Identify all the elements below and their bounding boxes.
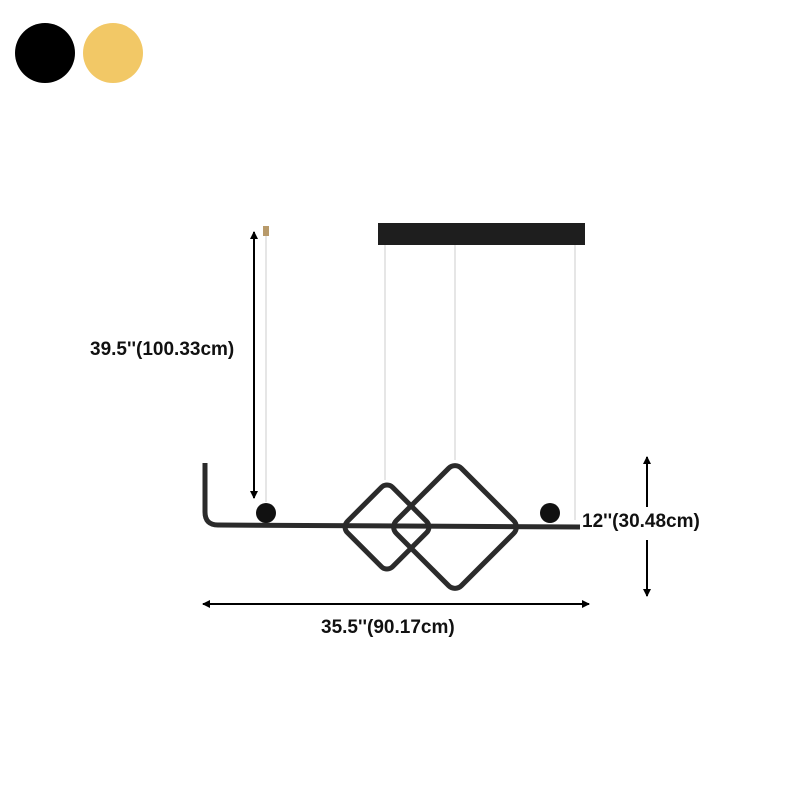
depth-dimension-label: 12''(30.48cm) (582, 511, 700, 532)
ceiling-canopy (378, 223, 585, 245)
height-dimension-label: 39.5''(100.33cm) (90, 339, 235, 360)
suspension-wires (265, 232, 576, 520)
fixture-rod (202, 463, 581, 530)
wire-anchor (263, 226, 269, 236)
pendant-ball-left (256, 503, 276, 523)
large-square-ring (391, 463, 519, 591)
color-swatch-black[interactable] (15, 23, 75, 83)
color-swatch-gold[interactable] (83, 23, 143, 83)
width-dimension-label: 35.5''(90.17cm) (321, 617, 455, 638)
pendant-ball-right (540, 503, 560, 523)
